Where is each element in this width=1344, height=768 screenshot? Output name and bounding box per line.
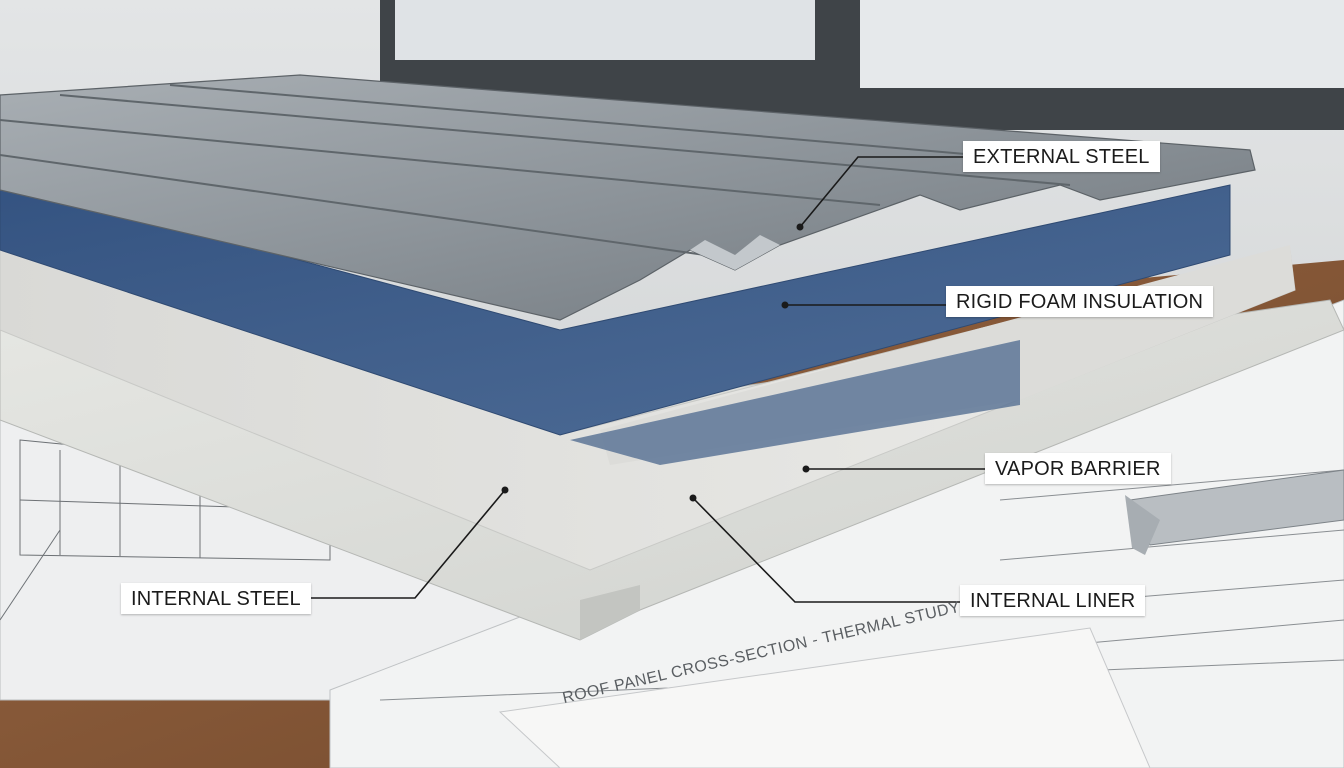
internal-liner-lip [580,585,640,640]
label-internal-steel: INTERNAL STEEL [121,583,311,614]
label-external-steel: EXTERNAL STEEL [963,141,1160,172]
window-pane-left [395,0,815,60]
leader-external-steel [799,156,963,228]
label-internal-liner: INTERNAL LINER [960,585,1146,616]
external-steel-layer [0,74,1256,321]
document-sheet [498,627,1151,768]
label-rigid-foam-insulation: RIGID FOAM INSULATION [946,286,1214,317]
vapor-barrier-layer [570,340,1020,465]
leader-internal-steel [307,489,506,599]
caliper-tool [1125,469,1344,555]
leader-lines [307,156,985,603]
steel-rib-front [690,235,780,270]
leader-internal-liner [692,497,960,603]
label-vapor-barrier: VAPOR BARRIER [985,453,1171,484]
leader-dots [501,223,810,502]
window-pane-right [860,0,1344,88]
